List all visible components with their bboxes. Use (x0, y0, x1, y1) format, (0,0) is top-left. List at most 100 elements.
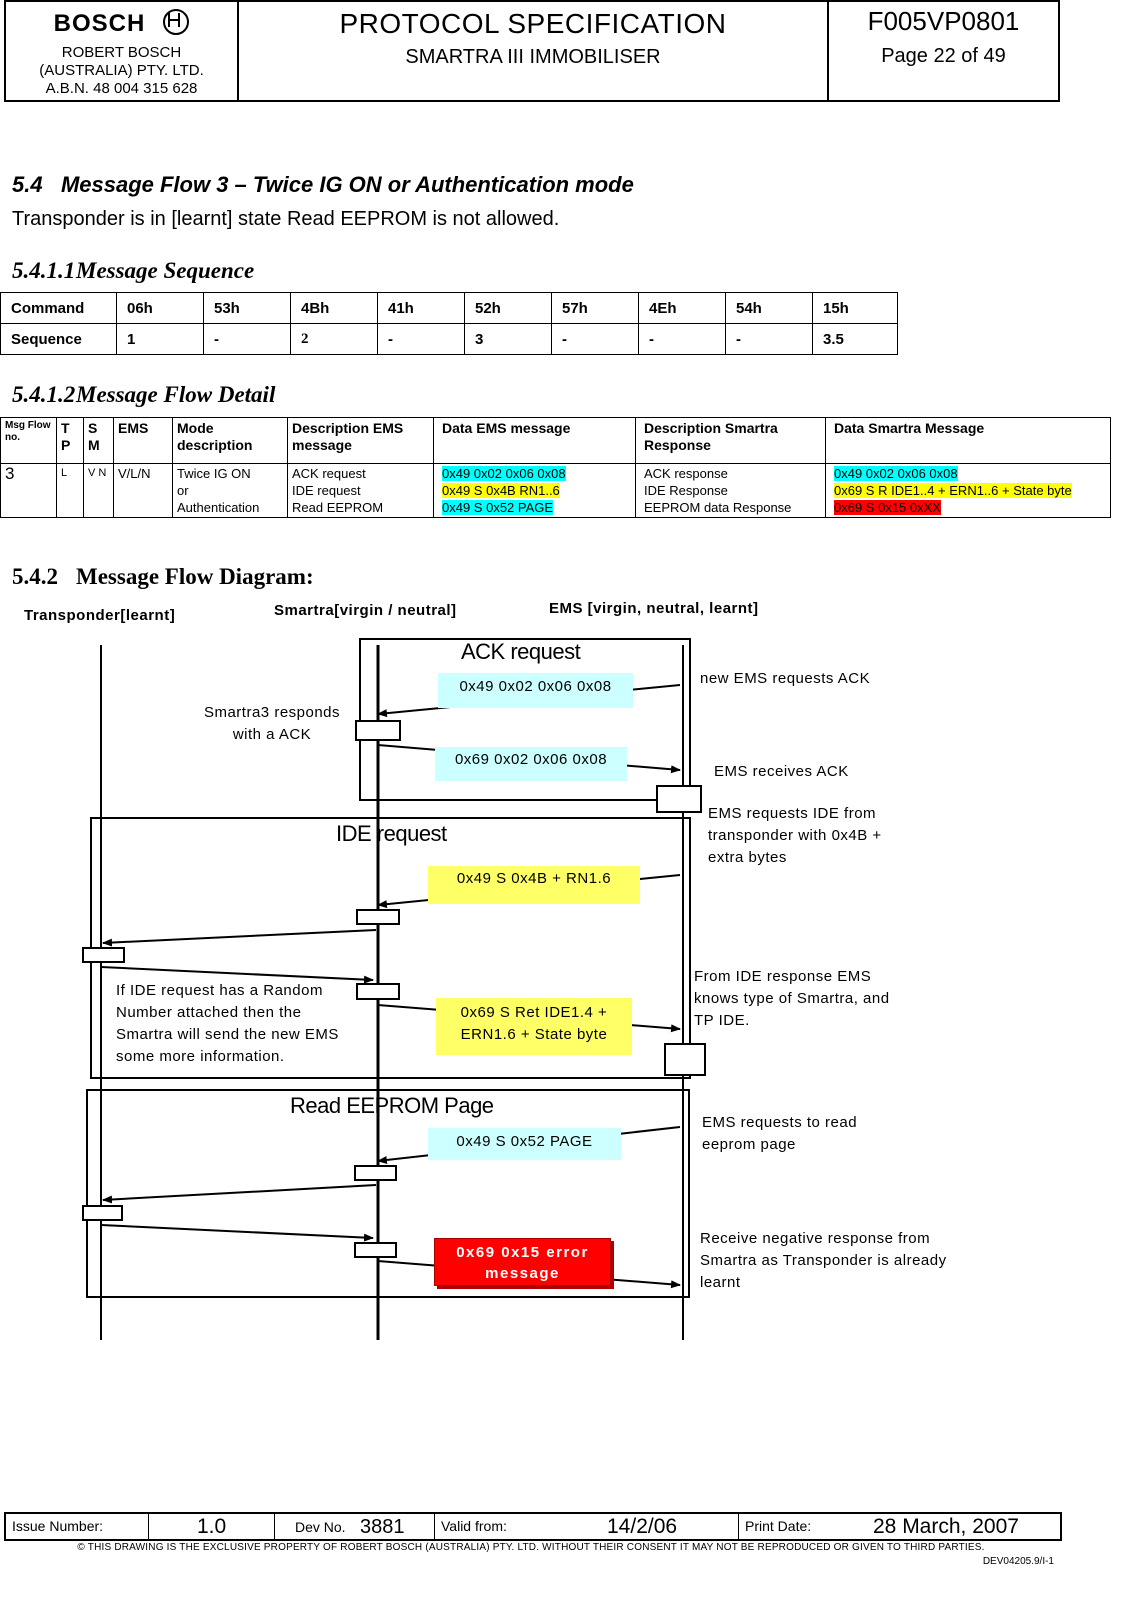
table-cell: - (551, 323, 639, 355)
data-line: 0x49 S 0x52 PAGE (442, 500, 554, 515)
valid-value: 14/2/06 (607, 1515, 678, 1538)
data-line: 0x49 0x02 0x06 0x08 (442, 466, 566, 481)
table-cell: 2 (290, 323, 378, 355)
smartra-activation (354, 1165, 397, 1181)
arrow-eeprom-to-transponder (102, 1184, 377, 1204)
note-ems-eeprom: EMS requests to read eeprom page (702, 1114, 858, 1153)
desc-line: ACK response (644, 466, 728, 481)
arrow-transponder-reply (100, 966, 374, 984)
header-cell: Description EMS message (287, 417, 434, 464)
msg-ide-response: 0x69 S Ret IDE1.4 + ERN1.6 + State byte (436, 998, 632, 1055)
document-subtitle: SMARTRA III IMMOBILISER (405, 46, 661, 68)
header-cell: Data EMS message (433, 417, 636, 464)
header-cell: EMS (113, 417, 173, 464)
form-reference: DEV04205.9/I-1 (982, 1556, 1054, 1567)
heading-title: Message Sequence (76, 258, 255, 283)
heading-number: 5.4.1.1 (12, 258, 76, 283)
mode-line: or (177, 483, 189, 498)
issue-label: Issue Number: (12, 1518, 104, 1534)
desc-line: EEPROM data Response (644, 500, 792, 515)
ack-frame (359, 638, 691, 801)
frame-eeprom-title: Read EEPROM Page (290, 1093, 494, 1118)
frame-ack-title: ACK request (461, 639, 581, 664)
document-number: F005VP0801 (867, 6, 1020, 36)
table-cell: L (56, 463, 84, 518)
heading-title: Message Flow Detail (76, 382, 276, 407)
table-cell: 57h (551, 292, 639, 324)
ems-activation (656, 785, 702, 813)
table-cell: 3 (464, 323, 552, 355)
ems-activation (664, 1043, 706, 1076)
mode-line: Authentication (177, 500, 260, 515)
section-heading: 5.4 Message Flow 3 – Twice IG ON or Auth… (12, 172, 634, 198)
note-ems-receives: EMS receives ACK (714, 763, 849, 780)
sequence-heading: 5.4.1.1Message Sequence (12, 258, 254, 284)
header-cell: Data Smartra Message (825, 417, 1111, 464)
msg-error: 0x69 0x15 error message (434, 1238, 611, 1286)
dev-value: 3881 (360, 1516, 405, 1538)
flow-detail-table: Msg Flow no. T P S M EMS Mode descriptio… (0, 417, 1111, 518)
table-cell: ACK request IDE request Read EEPROM (287, 463, 434, 518)
table-cell: Sequence (0, 323, 117, 355)
table-cell: 0x49 0x02 0x06 0x08 0x49 S 0x4B RN1..6 0… (433, 463, 636, 518)
smartra-activation (356, 983, 400, 1000)
document-title: PROTOCOL SPECIFICATION (339, 8, 727, 39)
company-line-3: A.B.N. 48 004 315 628 (45, 80, 198, 97)
table-cell: 1 (116, 323, 204, 355)
table-cell: - (203, 323, 291, 355)
header-cell: Description Smartra Response (635, 417, 826, 464)
table-cell: 4Eh (638, 292, 726, 324)
print-label: Print Date: (745, 1518, 812, 1534)
table-header-row: Msg Flow no. T P S M EMS Mode descriptio… (0, 417, 1111, 464)
note-new-ems: new EMS requests ACK (700, 670, 871, 687)
section-number: 5.4 (12, 172, 43, 197)
heading-number: 5.4.2 (12, 564, 58, 589)
table-row: Sequence 1 - 2 - 3 - - - 3.5 (0, 323, 898, 355)
flow-detail-heading: 5.4.1.2Message Flow Detail (12, 382, 275, 408)
lane-transponder: Transponder[learnt] (24, 607, 176, 624)
header-cell: S M (83, 417, 114, 464)
eeprom-frame (86, 1089, 690, 1298)
table-row: Command 06h 53h 4Bh 41h 52h 57h 4Eh 54h … (0, 292, 898, 324)
smartra-activation (355, 720, 401, 741)
section-title: Message Flow 3 – Twice IG ON or Authenti… (60, 172, 634, 197)
table-cell: 15h (812, 292, 898, 324)
table-cell: 3.5 (812, 323, 898, 355)
table-cell: 4Bh (290, 292, 378, 324)
desc-line: Read EEPROM (292, 500, 384, 515)
valid-cell: Valid from:14/2/06 (435, 1514, 739, 1539)
transponder-activation (82, 1205, 123, 1221)
msg-ack-response: 0x69 0x02 0x06 0x08 (435, 747, 627, 781)
msg-ide-request: 0x49 S 0x4B + RN1.6 (428, 866, 640, 904)
company-block: BOSCH ROBERT BOSCH (AUSTRALIA) PTY. LTD.… (6, 2, 239, 100)
header-cell: Msg Flow no. (0, 417, 57, 464)
note-random-number: If IDE request has a Random Number attac… (116, 982, 339, 1065)
print-cell: Print Date: 28 March, 2007 (739, 1514, 1060, 1539)
table-cell: V/L/N (113, 463, 173, 518)
transponder-activation (82, 947, 125, 963)
arrow-ide-to-transponder (102, 929, 377, 947)
table-cell: Twice IG ON or Authentication (172, 463, 288, 518)
sequence-table: Command 06h 53h 4Bh 41h 52h 57h 4Eh 54h … (0, 292, 898, 355)
title-block: PROTOCOL SPECIFICATION SMARTRA III IMMOB… (239, 2, 829, 100)
msg-eeprom-request: 0x49 S 0x52 PAGE (428, 1128, 621, 1160)
smartra-activation (356, 909, 400, 925)
desc-line: IDE Response (644, 483, 728, 498)
issue-value: 1.0 (197, 1515, 227, 1538)
company-line-1: ROBERT BOSCH (61, 44, 182, 61)
frame-ide-title: IDE request (336, 821, 447, 846)
arrow-transponder-reply (100, 1224, 374, 1242)
heading-number: 5.4.1.2 (12, 382, 76, 407)
table-cell: 53h (203, 292, 291, 324)
print-value: 28 March, 2007 (873, 1515, 1019, 1538)
header-cell: Mode description (172, 417, 288, 464)
logo-text: BOSCH (53, 10, 146, 37)
desc-line: ACK request (292, 466, 366, 481)
table-row: 3 L V N V/L/N Twice IG ON or Authenticat… (0, 463, 1111, 518)
bosch-armature-icon (163, 8, 190, 35)
issue-cell: Issue Number: (6, 1514, 149, 1539)
note-smartra-ack: Smartra3 responds with a ACK (203, 704, 341, 743)
table-cell: 3 (0, 463, 57, 518)
table-cell: 54h (725, 292, 813, 324)
